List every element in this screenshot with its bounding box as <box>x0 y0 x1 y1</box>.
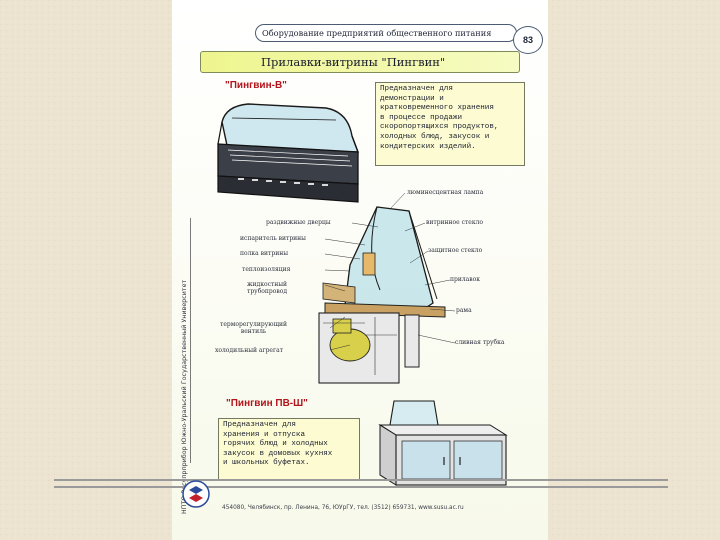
sidebar-vertical-text: НПТО Росупрприбор Южно-Уральский Государ… <box>181 279 188 514</box>
label-drain: сливная трубка <box>455 339 505 346</box>
page-title: Прилавки-витрины "Пингвин" <box>200 51 520 73</box>
label-display-glass: витринное стекло <box>426 219 484 226</box>
label-insulation: теплоизоляция <box>242 266 291 273</box>
model-name-1: "Пингвин-В" <box>225 80 287 91</box>
label-valve: терморегулирующий вентиль <box>220 321 288 335</box>
footer-rule-top <box>54 479 668 481</box>
label-liquid-pipe: жидкостный трубопровод <box>247 281 288 295</box>
model-description-2: Предназначен для хранения и отпуска горя… <box>218 418 360 480</box>
susu-logo-icon <box>182 480 210 508</box>
label-evaporator: испаритель витрины <box>240 235 306 242</box>
label-shelf: полка витрины <box>240 250 288 257</box>
model-name-2: "Пингвин ПВ-Ш" <box>226 398 308 409</box>
leader-lines <box>324 192 456 351</box>
footer-address: 454080, Челябинск, пр. Ленина, 76, ЮУрГУ… <box>222 505 464 511</box>
model-description-1: Предназначен для демонстрации и кратковр… <box>375 82 525 166</box>
running-header: Оборудование предприятий общественного п… <box>255 24 517 42</box>
label-lamp: люминесцентная лампа <box>407 189 484 196</box>
footer-rule-bottom <box>54 486 668 488</box>
label-frame: рама <box>456 307 472 314</box>
pingvin-pv-sh-illustration <box>378 400 508 486</box>
pingvin-v-illustration <box>217 103 360 203</box>
sidebar-divider <box>190 218 191 463</box>
cross-section-diagram <box>318 206 446 384</box>
label-counter: прилавок <box>450 276 480 283</box>
label-compressor: холодильный агрегат <box>215 347 284 354</box>
label-side-glass: защитное стекло <box>428 247 483 254</box>
label-sliding-doors: раздвижные дверцы <box>266 219 331 226</box>
page-number: 83 <box>513 26 543 54</box>
